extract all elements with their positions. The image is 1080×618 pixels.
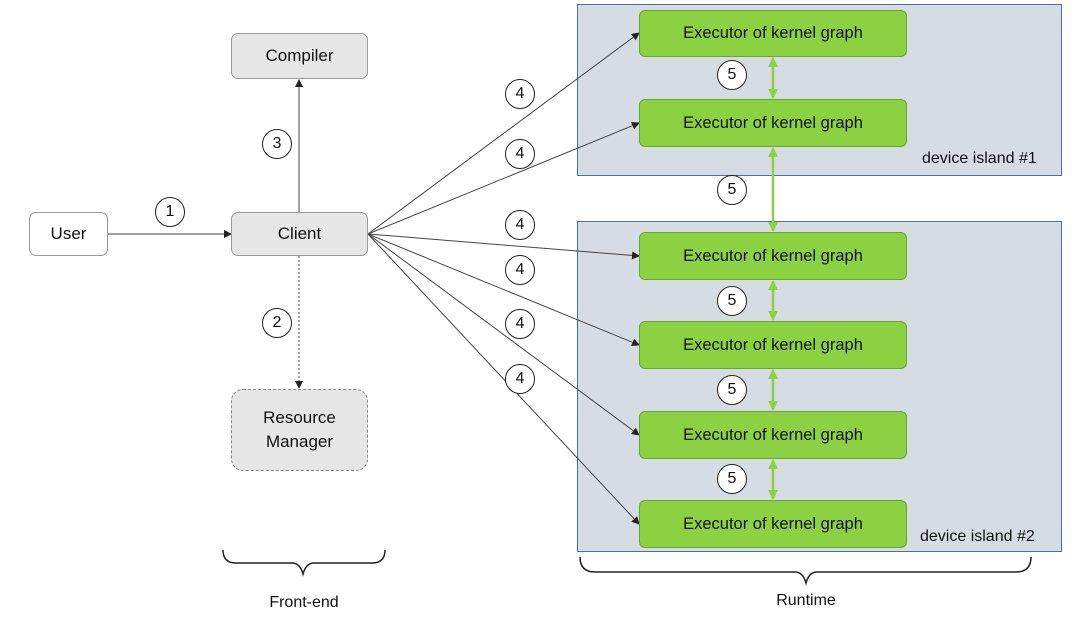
executor-node-5: Executor of kernel graph <box>639 411 907 459</box>
step-marker-5: 5 <box>717 60 747 90</box>
arrow-client-to-executor-3 <box>367 233 640 260</box>
arrow-client-to-executor-6 <box>367 233 640 525</box>
user-node: User <box>29 212 108 256</box>
client-node: Client <box>231 212 368 256</box>
step-marker-1: 1 <box>155 197 185 227</box>
executor-node-4: Executor of kernel graph <box>639 321 907 369</box>
arrow-client-to-executor-2 <box>367 121 640 235</box>
compiler-node: Compiler <box>231 33 368 79</box>
step-marker-4: 4 <box>505 210 535 240</box>
executor-label: Executor of kernel graph <box>683 113 863 132</box>
executor-label: Executor of kernel graph <box>683 425 863 444</box>
user-node-label: User <box>50 224 87 243</box>
frontend-section-label: Front-end <box>269 594 339 611</box>
step-marker-5: 5 <box>717 175 747 205</box>
device-island-1-label: device island #1 <box>922 150 1037 167</box>
compiler-node-label: Compiler <box>265 46 334 65</box>
executor-node-2: Executor of kernel graph <box>639 99 907 147</box>
step-marker-5: 5 <box>717 464 747 494</box>
runtime-section-label: Runtime <box>776 592 836 609</box>
step-marker-4: 4 <box>505 255 535 285</box>
step-marker-4: 4 <box>505 309 535 339</box>
resource-manager-node: Resource Manager <box>231 389 368 471</box>
arrow-client-to-executor-1 <box>367 32 640 235</box>
frontend-brace <box>222 549 386 577</box>
runtime-brace <box>579 556 1032 586</box>
executor-label: Executor of kernel graph <box>683 335 863 354</box>
client-node-label: Client <box>277 224 322 243</box>
step-marker-2: 2 <box>262 308 292 338</box>
step-marker-4: 4 <box>505 139 535 169</box>
step-marker-5: 5 <box>717 286 747 316</box>
executor-node-3: Executor of kernel graph <box>639 232 907 280</box>
step-marker-4: 4 <box>505 364 535 394</box>
step-marker-5: 5 <box>717 375 747 405</box>
step-marker-3: 3 <box>262 129 292 159</box>
executor-node-6: Executor of kernel graph <box>639 500 907 548</box>
resource-manager-label-line1: Resource <box>263 408 336 427</box>
step-marker-4: 4 <box>505 79 535 109</box>
executor-label: Executor of kernel graph <box>683 24 863 42</box>
arrow-client-to-executor-4 <box>367 233 640 347</box>
executor-label: Executor of kernel graph <box>683 246 863 265</box>
resource-manager-label-line2: Manager <box>265 432 334 451</box>
executor-node-1: Executor of kernel graph <box>639 10 907 57</box>
arrow-client-to-executor-5 <box>367 233 640 436</box>
executor-label: Executor of kernel graph <box>683 514 863 533</box>
device-island-2-label: device island #2 <box>920 528 1035 545</box>
